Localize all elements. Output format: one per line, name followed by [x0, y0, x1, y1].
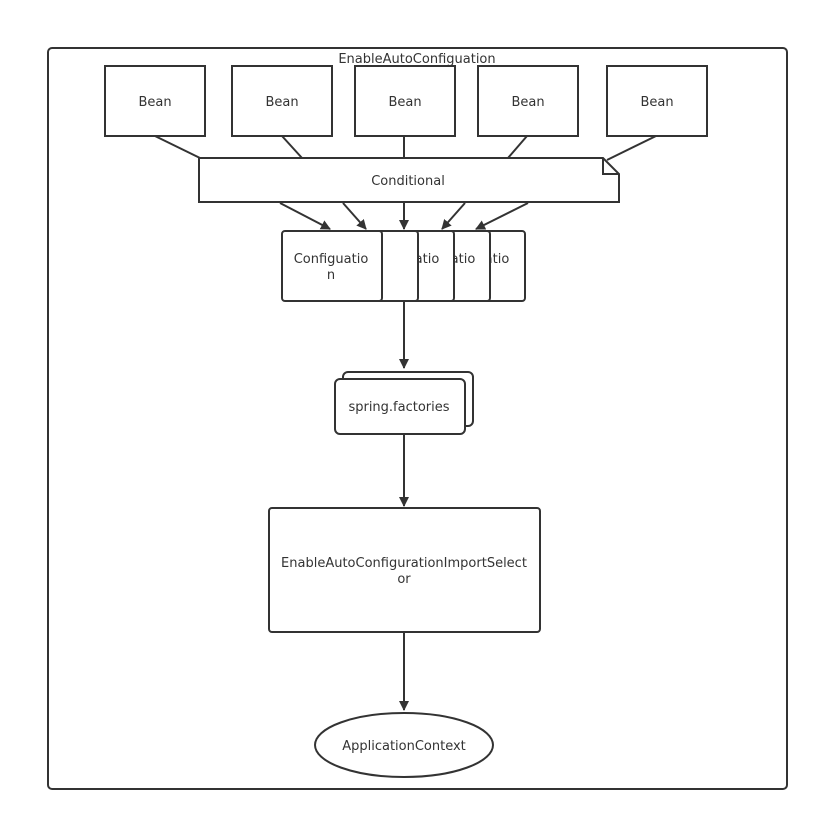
configuation-label-line1: Configuatio: [294, 252, 369, 267]
configuation-fragment-label: atio: [415, 252, 440, 267]
import-selector-label-line2: or: [397, 572, 411, 587]
bean-label: Bean: [640, 95, 673, 110]
bean-box-1: Bean: [104, 65, 206, 137]
bean-5-connector: [606, 135, 657, 161]
bean-label: Bean: [511, 95, 544, 110]
bean-2-connector: [281, 135, 303, 159]
bean-box-3: Bean: [354, 65, 456, 137]
conditional-note: Conditional: [198, 157, 620, 203]
spring-factories-front: [334, 378, 466, 435]
import-selector-label-line1: EnableAutoConfigurationImportSelect: [281, 556, 527, 571]
container-title: EnableAutoConfiguation: [338, 52, 495, 67]
bean-label: Bean: [265, 95, 298, 110]
conditional-arrow-2: [342, 202, 367, 230]
import-selector-box: EnableAutoConfigurationImportSelect or: [268, 507, 541, 633]
bean-1-connector: [154, 135, 201, 159]
configuation-stack: atio atio atio Configuatio n: [281, 230, 526, 302]
configuation-label-line2: n: [327, 268, 335, 283]
spring-factories-stack: spring.factories: [334, 371, 474, 435]
application-context-ellipse: ApplicationContext: [314, 712, 494, 778]
application-context-label: ApplicationContext: [342, 739, 466, 754]
bean-box-4: Bean: [477, 65, 579, 137]
bean-4-connector: [507, 135, 528, 159]
conditional-arrow-1: [279, 202, 331, 230]
bean-box-2: Bean: [231, 65, 333, 137]
bean-box-5: Bean: [606, 65, 708, 137]
bean-label: Bean: [388, 95, 421, 110]
conditional-arrow-5: [475, 202, 529, 230]
conditional-arrow-4: [441, 202, 466, 230]
conditional-label: Conditional: [371, 174, 445, 189]
bean-label: Bean: [138, 95, 171, 110]
configuation-box-1: [281, 230, 383, 302]
spring-factories-label: spring.factories: [348, 400, 449, 415]
configuation-fragment-label: atio: [451, 252, 476, 267]
